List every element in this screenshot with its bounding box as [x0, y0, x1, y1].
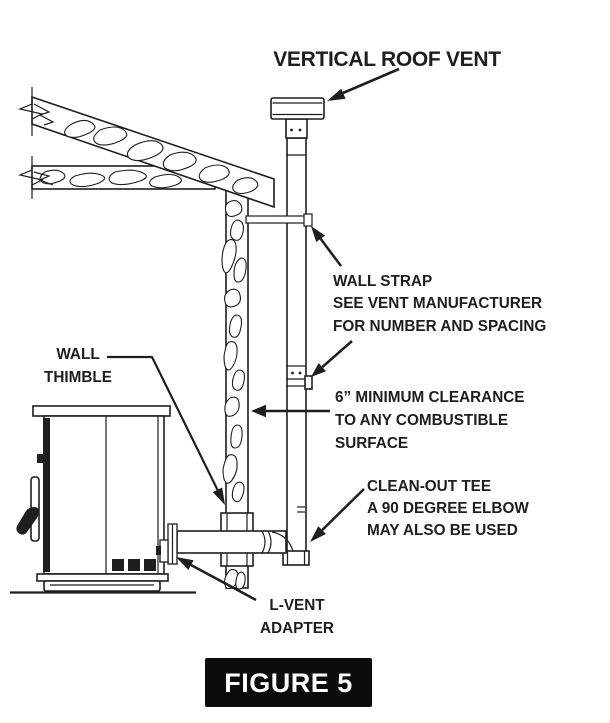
vent-pipe — [270, 97, 325, 566]
arrow-wall-strap-lower — [311, 340, 353, 377]
wall-strap-line-1: WALL STRAP — [333, 273, 432, 290]
l-vent-line-1: L-VENT — [269, 597, 325, 614]
wall-stud — [221, 189, 249, 590]
stove-door-handle — [16, 507, 39, 535]
l-vent-adapter-part — [156, 523, 178, 565]
elbow-curve — [271, 531, 294, 552]
break-mark — [18, 87, 44, 136]
figure-caption-box — [205, 658, 372, 707]
vent-collar — [285, 118, 308, 139]
figure-caption: FIGURE 5 — [205, 658, 372, 707]
break-mark — [18, 156, 44, 199]
callout-labels: VERTICAL ROOF VENT WALL STRAP SEE VENT M… — [44, 48, 546, 637]
vent-cap — [270, 97, 325, 120]
arrow-wall-thimble — [107, 355, 225, 505]
tee-joint-rivets — [297, 506, 305, 513]
stove-hinge — [37, 454, 44, 463]
wood-grain — [221, 199, 247, 590]
stove-base — [36, 573, 169, 592]
clearance-line-2: TO ANY COMBUSTIBLE — [335, 412, 508, 429]
clean-out-line-2: A 90 DEGREE ELBOW — [367, 500, 529, 517]
wood-grain — [33, 169, 182, 189]
wall-thimble-line-1: WALL — [56, 346, 99, 363]
roof-rafter — [18, 87, 275, 209]
diagram-title: VERTICAL ROOF VENT — [273, 48, 501, 71]
clean-out-line-1: CLEAN-OUT TEE — [367, 478, 491, 495]
clean-out-line-3: MAY ALSO BE USED — [367, 522, 518, 539]
horizontal-pipe — [176, 530, 294, 554]
clean-out-tee-label: CLEAN-OUT TEE A 90 DEGREE ELBOW MAY ALSO… — [367, 478, 529, 539]
clearance-label: 6” MINIMUM CLEARANCE TO ANY COMBUSTIBLE … — [335, 389, 525, 452]
stove — [16, 405, 171, 592]
stove-top-plate — [32, 405, 171, 417]
lower-wall-strap — [287, 365, 313, 390]
wall-strap-line-3: FOR NUMBER AND SPACING — [333, 318, 546, 335]
figure-caption-text: FIGURE 5 — [224, 668, 353, 698]
stove-vents — [112, 559, 156, 571]
l-vent-adapter-label: L-VENT ADAPTER — [260, 597, 334, 637]
clean-out-tee-cap — [282, 550, 310, 566]
arrow-roof-vent — [327, 67, 400, 101]
callout-arrows — [107, 67, 400, 602]
arrow-l-vent-adapter — [176, 557, 257, 602]
clearance-line-3: SURFACE — [335, 435, 408, 452]
wall-strap-line-2: SEE VENT MANUFACTURER — [333, 295, 542, 312]
arrow-clearance — [251, 404, 330, 418]
stove-body — [43, 415, 165, 575]
wall-strap-band — [245, 213, 313, 227]
wall-thimble-label: WALL THIMBLE — [44, 346, 112, 386]
arrow-clean-out-tee — [310, 488, 365, 542]
l-vent-line-2: ADAPTER — [260, 620, 334, 637]
wall-strap-label: WALL STRAP SEE VENT MANUFACTURER FOR NUM… — [333, 273, 546, 335]
wall-thimble-line-2: THIMBLE — [44, 369, 112, 386]
stove-door-edge — [43, 418, 50, 572]
clearance-line-1: 6” MINIMUM CLEARANCE — [335, 389, 525, 406]
arrow-wall-strap-upper — [311, 226, 343, 267]
